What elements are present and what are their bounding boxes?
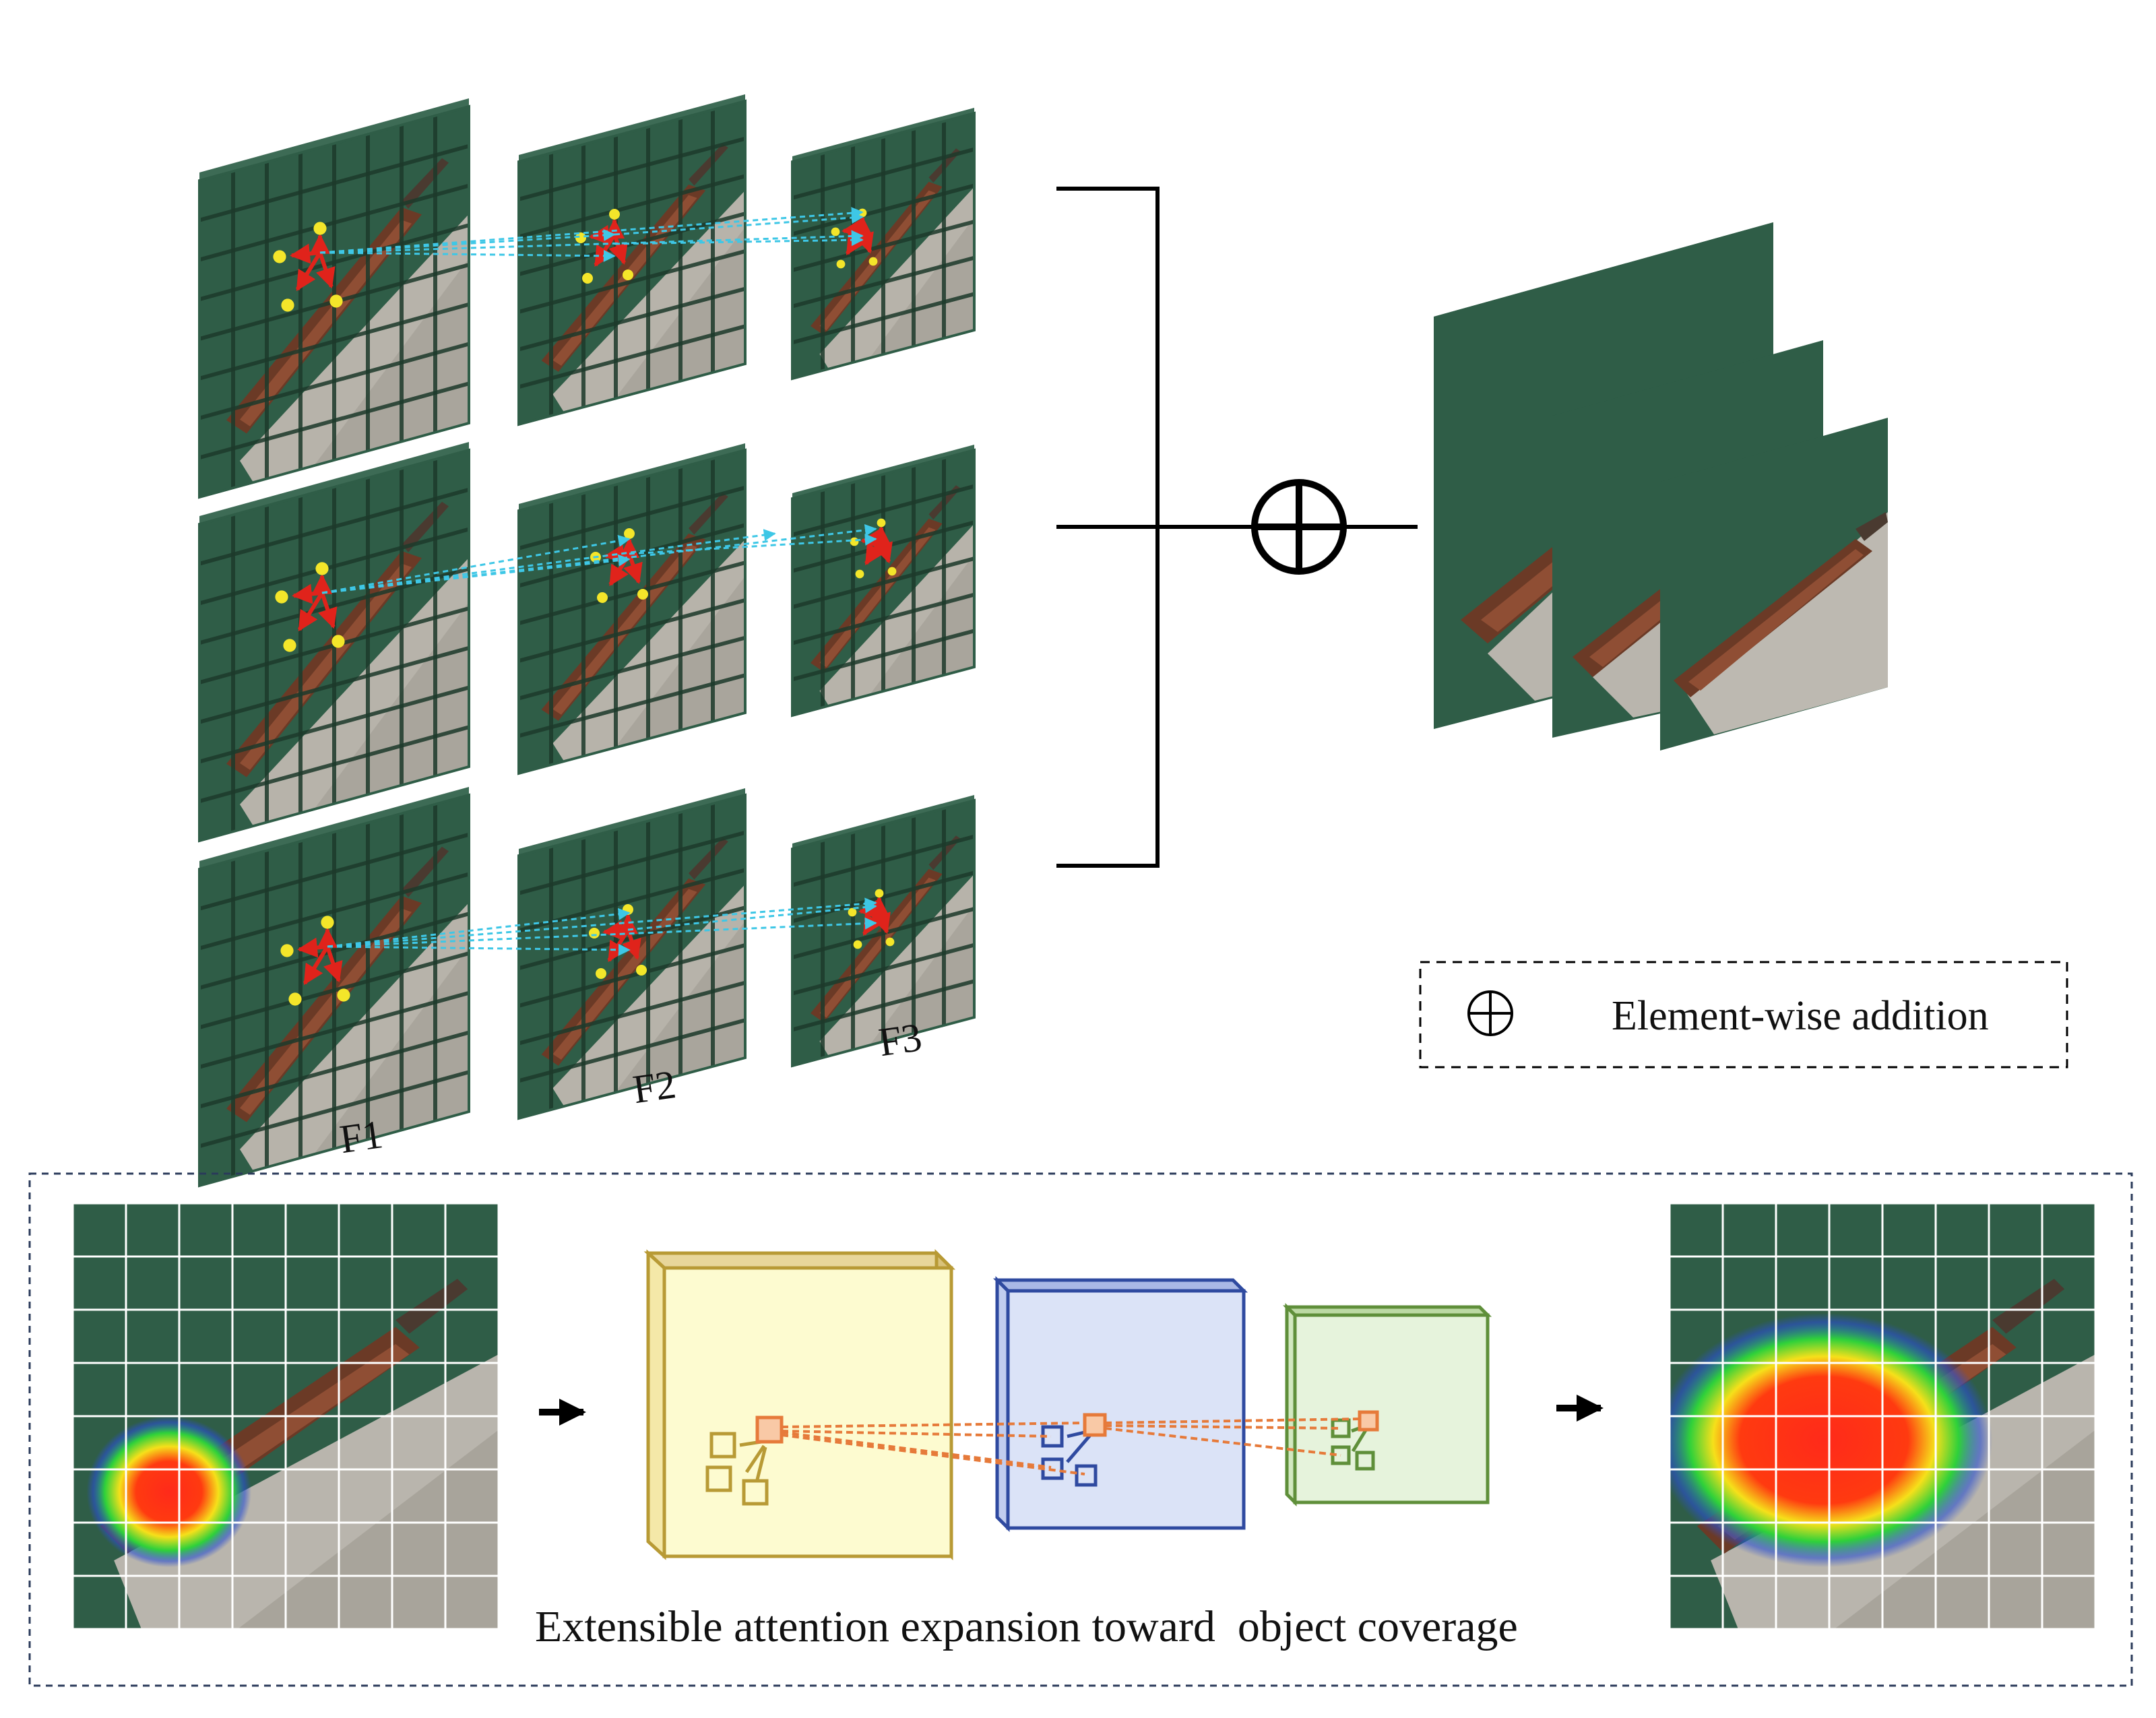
feature-map-tile-f2-row2 xyxy=(517,443,747,775)
bottom-panel-border xyxy=(28,1172,2133,1687)
feature-map-tile-f3-row1 xyxy=(791,108,976,381)
attention-links xyxy=(319,207,877,956)
merge-bracket xyxy=(1056,187,1418,868)
bottom-caption: Extensible attention expansion toward ob… xyxy=(535,1602,1518,1651)
cyan-link xyxy=(327,943,631,956)
orange-attention-links xyxy=(781,1418,1362,1475)
sampling-offset-marker xyxy=(273,222,343,312)
cyan-link xyxy=(321,534,631,594)
cyan-link xyxy=(319,249,616,262)
element-wise-addition-icon xyxy=(1251,479,1347,575)
green-sampling-points xyxy=(1331,1410,1379,1471)
output-feature-stack xyxy=(1434,222,1888,751)
cyan-link xyxy=(629,533,877,555)
sampling-offset-marker xyxy=(275,562,345,652)
yellow-sampling-points xyxy=(705,1415,784,1506)
label-f2: F2 xyxy=(630,1062,678,1112)
legend-box: Element-wise addition xyxy=(1419,961,2068,1069)
output-attention-heatmap xyxy=(1668,1202,2097,1630)
cyan-link xyxy=(327,908,631,948)
cyan-link xyxy=(327,917,877,948)
feature-map-grid xyxy=(198,94,976,1188)
feature-map-tile-f1-row1 xyxy=(198,98,470,499)
legend-text: Element-wise addition xyxy=(1612,993,1989,1039)
label-f3: F3 xyxy=(876,1015,924,1064)
cyan-link xyxy=(319,207,864,254)
cyan-link xyxy=(321,529,776,594)
feature-map-tile-f2-row1 xyxy=(517,94,747,426)
attention-block-yellow xyxy=(643,1248,956,1561)
cyan-link xyxy=(327,897,877,948)
legend-plus-circle-icon xyxy=(1467,990,1513,1036)
input-grid-overlay xyxy=(71,1202,500,1630)
cyan-link xyxy=(321,523,877,594)
cyan-link xyxy=(627,901,877,931)
label-f1: F1 xyxy=(337,1112,385,1162)
cyan-link xyxy=(614,212,864,236)
input-attention-heatmap xyxy=(71,1202,500,1630)
cyan-link xyxy=(614,234,864,247)
sampling-offset-marker xyxy=(280,916,350,1006)
feature-map-tile-f1-row3 xyxy=(198,787,470,1188)
attention-block-blue xyxy=(992,1275,1248,1533)
attention-block-green xyxy=(1282,1302,1492,1507)
output-grid-overlay xyxy=(1668,1202,2097,1630)
feature-map-tile-f3-row2 xyxy=(791,445,976,718)
